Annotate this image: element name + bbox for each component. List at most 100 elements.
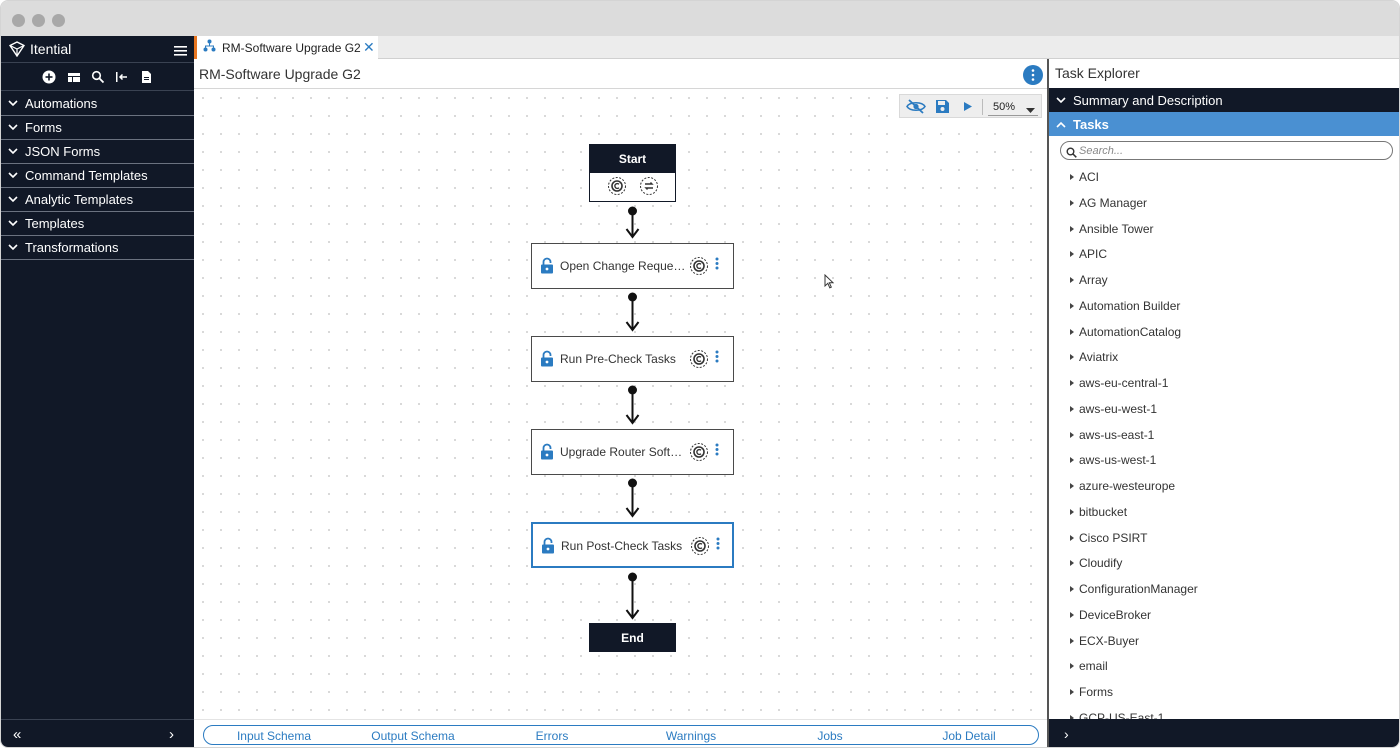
task-group-label: Automation Builder (1079, 298, 1181, 313)
sidebar-toolbar (1, 64, 194, 91)
search-icon[interactable] (91, 70, 105, 84)
task-group-item[interactable]: Cisco PSIRT (1049, 525, 1399, 551)
tab-job-detail[interactable]: Job Detail (942, 729, 996, 743)
task-group-item[interactable]: DeviceBroker (1049, 602, 1399, 628)
close-icon[interactable]: ✕ (363, 39, 375, 55)
expand-icon[interactable]: › (1064, 726, 1069, 742)
category-label: Transformations (25, 240, 119, 255)
tab-bar: RM-Software Upgrade G2 ✕ (194, 36, 1399, 59)
task-node-run-post-check[interactable]: Run Post-Check Tasks (531, 522, 734, 568)
task-group-label: Cisco PSIRT (1079, 530, 1148, 545)
task-group-item[interactable]: email (1049, 653, 1399, 679)
task-group-item[interactable]: Ansible Tower (1049, 216, 1399, 242)
task-group-item[interactable]: Aviatrix (1049, 344, 1399, 370)
canvas-toolbar: 50% (899, 94, 1042, 118)
hamburger-menu-icon[interactable] (174, 43, 187, 61)
category-forms[interactable]: Forms (1, 116, 194, 140)
tab-errors[interactable]: Errors (535, 729, 569, 743)
task-menu-icon[interactable] (715, 350, 719, 368)
task-group-item[interactable]: GCP-US-East-1 (1049, 705, 1399, 719)
caret-right-icon (1070, 611, 1074, 618)
tab-workflow[interactable]: RM-Software Upgrade G2 ✕ (194, 36, 378, 59)
category-command-templates[interactable]: Command Templates (1, 164, 194, 188)
loop-icon[interactable] (639, 176, 659, 199)
start-node[interactable]: Start (589, 144, 676, 202)
search-input[interactable] (1079, 144, 1379, 158)
category-templates[interactable]: Templates (1, 212, 194, 236)
task-group-item[interactable]: bitbucket (1049, 499, 1399, 525)
tasks-section[interactable]: Tasks (1049, 112, 1399, 136)
explorer-title: Task Explorer (1055, 65, 1140, 81)
task-node-run-pre-check[interactable]: Run Pre-Check Tasks (531, 336, 734, 382)
task-label: Run Pre-Check Tasks (560, 352, 676, 366)
run-icon[interactable] (962, 99, 974, 119)
task-group-item[interactable]: aws-us-west-1 (1049, 447, 1399, 473)
tab-jobs[interactable]: Jobs (817, 729, 843, 743)
tab-input-schema[interactable]: Input Schema (236, 729, 312, 743)
expand-icon[interactable]: › (169, 726, 174, 743)
tab-output-schema[interactable]: Output Schema (371, 729, 455, 743)
copyright-icon[interactable] (689, 256, 709, 281)
task-group-item[interactable]: Array (1049, 267, 1399, 293)
copyright-icon[interactable] (689, 349, 709, 374)
summary-description-section[interactable]: Summary and Description (1049, 88, 1399, 112)
task-group-item[interactable]: aws-eu-central-1 (1049, 370, 1399, 396)
task-group-item[interactable]: Cloudify (1049, 550, 1399, 576)
task-node-open-change-request[interactable]: Open Change Request ... (531, 243, 734, 289)
more-options-button[interactable] (1023, 65, 1043, 85)
task-group-item[interactable]: APIC (1049, 241, 1399, 267)
task-group-label: Array (1079, 273, 1108, 287)
task-group-label: aws-us-east-1 (1079, 427, 1155, 442)
task-group-item[interactable]: Automation Builder (1049, 293, 1399, 319)
hide-icon[interactable] (906, 99, 926, 119)
task-group-item[interactable]: ACI (1049, 164, 1399, 190)
end-node[interactable]: End (589, 623, 676, 652)
import-icon[interactable] (115, 70, 129, 84)
tab-label: RM-Software Upgrade G2 (222, 40, 361, 55)
caret-right-icon (1070, 483, 1074, 489)
connector-task4-end (625, 572, 640, 620)
copyright-icon[interactable] (607, 176, 627, 199)
save-icon[interactable] (935, 99, 950, 119)
document-icon[interactable] (139, 70, 153, 84)
task-label: Upgrade Router Softwa... (560, 445, 688, 459)
task-menu-icon[interactable] (716, 537, 720, 555)
task-group-label: DeviceBroker (1079, 607, 1152, 622)
category-automations[interactable]: Automations (1, 92, 194, 116)
task-menu-icon[interactable] (715, 257, 719, 275)
category-json-forms[interactable]: JSON Forms (1, 140, 194, 164)
task-group-label: aws-eu-central-1 (1079, 376, 1169, 390)
task-group-item[interactable]: aws-eu-west-1 (1049, 396, 1399, 422)
task-node-upgrade-router-software[interactable]: Upgrade Router Softwa... (531, 429, 734, 475)
category-label: JSON Forms (25, 144, 101, 159)
connector-task2-task3 (625, 385, 640, 425)
collapse-sidebar-icon[interactable]: « (13, 726, 22, 743)
chevron-down-icon (1, 196, 25, 203)
task-group-item[interactable]: Forms (1049, 679, 1399, 705)
task-label: Run Post-Check Tasks (561, 539, 683, 553)
copyright-icon[interactable] (690, 536, 710, 561)
chevron-down-icon (1049, 96, 1073, 104)
category-analytic-templates[interactable]: Analytic Templates (1, 188, 194, 212)
tab-warnings[interactable]: Warnings (665, 729, 717, 743)
sidebar-footer: « › (1, 719, 194, 747)
window-minimize-dot[interactable] (32, 14, 45, 27)
category-transformations[interactable]: Transformations (1, 236, 194, 260)
add-icon[interactable] (42, 70, 56, 84)
window-zoom-dot[interactable] (52, 14, 65, 27)
workflow-canvas[interactable]: 50% (194, 89, 1047, 719)
task-group-item[interactable]: ECX-Buyer (1049, 628, 1399, 654)
task-group-item[interactable]: ConfigurationManager (1049, 576, 1399, 602)
task-group-label: GCP-US-East-1 (1079, 710, 1165, 719)
task-group-item[interactable]: azure-westeurope (1049, 473, 1399, 499)
task-menu-icon[interactable] (715, 443, 719, 461)
task-group-item[interactable]: AG Manager (1049, 190, 1399, 216)
task-group-item[interactable]: AutomationCatalog (1049, 319, 1399, 345)
zoom-select[interactable]: 50% (988, 98, 1038, 116)
window-close-dot[interactable] (12, 14, 25, 27)
copyright-icon[interactable] (689, 442, 709, 467)
task-group-item[interactable]: aws-us-east-1 (1049, 422, 1399, 448)
table-icon[interactable] (67, 70, 81, 84)
workflow-connectors (625, 206, 640, 620)
caret-right-icon (1070, 225, 1074, 232)
